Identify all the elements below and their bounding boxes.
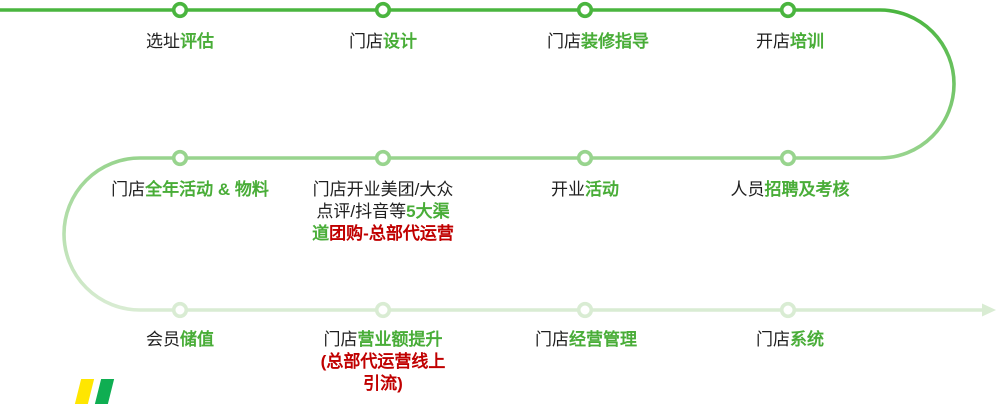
milestone-node [374,149,392,167]
step-label-text: 道 [312,224,330,243]
logo-mark [74,379,118,404]
step-label-opening-training: 开店培训 [675,31,905,53]
milestone-node [576,149,594,167]
step-label-text: 会员 [146,330,180,349]
step-label-text: 系统 [790,330,824,349]
step-label-store-decoration-guidance: 门店装修指导 [483,31,713,53]
step-label-text: (总部代运营线上 [320,352,446,371]
step-label-text: 开业 [551,180,585,199]
step-label-revenue-improvement: 门店营业额提升 (总部代运营线上 引流) [268,329,498,395]
step-label-text: 招聘及考核 [764,180,850,199]
step-label-text: 选址 [146,32,180,51]
step-label-text: 门店 [547,32,581,51]
step-label-text: 门店 [349,32,383,51]
milestone-node [779,301,797,319]
step-label-recruitment-assessment: 人员招聘及考核 [675,179,905,201]
flow-arrow-icon [982,303,996,317]
milestone-node [576,301,594,319]
logo-bar-green-icon [94,379,115,404]
step-label-text: 点评/抖音等 [316,202,407,221]
step-label-text: 门店开业美团/大众 [312,180,454,199]
step-label-text: 引流) [363,374,403,393]
milestone-node [374,1,392,19]
milestone-node [171,149,189,167]
step-label-text: 门店 [323,330,358,349]
step-label-opening-group-buy-operation: 门店开业美团/大众 点评/抖音等5大渠 道团购-总部代运营 [268,179,498,245]
step-label-text: 团购-总部代运营 [329,224,454,243]
logo-bar-yellow-icon [74,379,95,404]
milestone-node [779,149,797,167]
step-label-store-system: 门店系统 [675,329,905,351]
step-label-annual-activities-materials: 门店全年活动 & 物料 [75,179,305,201]
step-label-text: 全年活动 & 物料 [145,180,269,199]
step-label-store-design: 门店设计 [268,31,498,53]
step-label-text: 储值 [180,330,214,349]
milestone-node [576,1,594,19]
step-label-text: 活动 [585,180,619,199]
step-label-text: 营业额提升 [357,330,443,349]
step-label-store-operation-management: 门店经营管理 [471,329,701,351]
step-label-text: 门店 [535,330,569,349]
step-label-text: 培训 [790,32,824,51]
step-label-opening-activity: 开业活动 [470,179,700,201]
step-label-text: 开店 [756,32,790,51]
milestone-node [171,1,189,19]
step-label-text: 门店 [756,330,790,349]
flow-curve-left [62,156,141,312]
step-label-text: 装修指导 [581,32,649,51]
milestone-node [374,301,392,319]
step-label-text: 设计 [383,32,417,51]
step-label-member-stored-value: 会员储值 [65,329,295,351]
step-label-text: 人员 [730,180,765,199]
step-label-text: 5大渠 [406,202,450,221]
step-label-text: 门店 [111,180,146,199]
flow-curve-right [879,8,956,160]
step-label-site-evaluation: 选址评估 [65,31,295,53]
milestone-node [779,1,797,19]
step-label-text: 评估 [180,32,214,51]
milestone-node [171,301,189,319]
step-label-text: 经营管理 [569,330,637,349]
